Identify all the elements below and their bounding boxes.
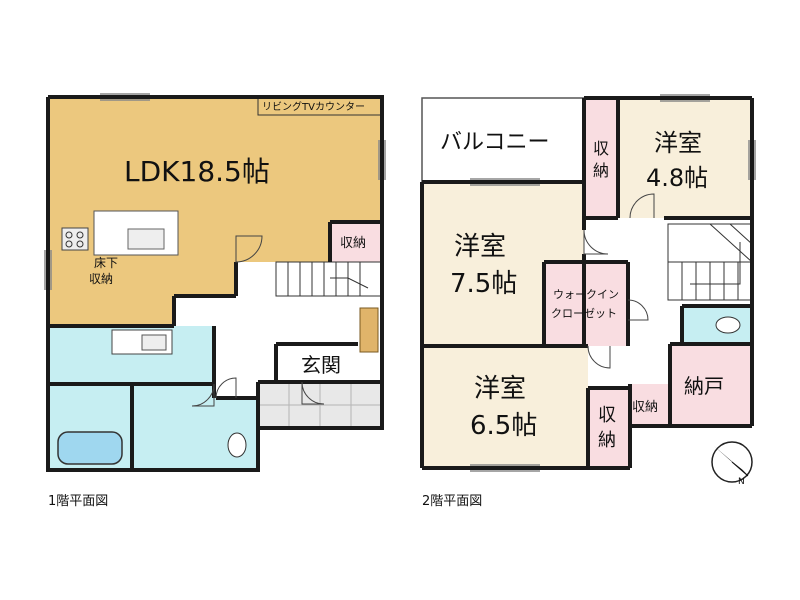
room-b-name: 洋室 — [454, 232, 506, 262]
burner-icon — [65, 231, 73, 239]
underfloor-storage-label-1: 床下 — [94, 256, 118, 270]
storage-b-label-2: 納 — [598, 430, 616, 451]
floor-2-caption: 2階平面図 — [422, 494, 483, 509]
room-b-size: 7.5帖 — [450, 269, 517, 299]
dressing-room — [132, 384, 216, 470]
entrance-tiles — [258, 382, 382, 428]
toilet-icon-2f — [715, 316, 741, 334]
walk-in-closet-label-1: ウォークイン — [553, 288, 619, 301]
compass-north-label: N — [738, 477, 745, 487]
ldk-room — [48, 97, 382, 326]
shoe-cabinet — [359, 307, 379, 353]
room-a-size: 4.8帖 — [646, 164, 708, 192]
nando-room — [670, 344, 752, 426]
room-a-name: 洋室 — [654, 129, 702, 157]
ldk-storage — [330, 222, 382, 262]
toilet-icon — [227, 432, 247, 458]
floor-2-plan: バルコニー 収 納 洋室 4.8帖 洋室 7.5帖 ウォークイン クローゼット … — [420, 94, 756, 472]
storage-a-label-1: 収 — [593, 139, 609, 158]
ldk-storage-label: 収納 — [340, 236, 366, 251]
floor-1-caption: 1階平面図 — [48, 494, 109, 509]
walls-2f — [420, 96, 754, 470]
ldk-label: LDK18.5帖 — [124, 155, 270, 188]
floor-1-plan: LDK18.5帖 リビングTVカウンター 収納 床下 収納 玄関 — [44, 93, 386, 472]
storage-a — [586, 98, 618, 218]
tv-counter-label: リビングTVカウンター — [262, 100, 365, 113]
entrance-label: 玄関 — [301, 353, 341, 377]
entrance-hall — [276, 344, 358, 382]
burner-icon — [76, 231, 84, 239]
storage-c-label: 収納 — [632, 400, 658, 415]
cooktop — [61, 227, 89, 251]
hall-2f — [584, 218, 630, 262]
walls-1f — [46, 95, 384, 472]
storage-a-label-2: 納 — [593, 161, 609, 180]
stair-treads-2f — [668, 223, 753, 300]
basin-bowl — [141, 334, 167, 351]
nando-label: 納戸 — [684, 374, 724, 398]
burner-icon — [76, 240, 84, 248]
bathtub — [57, 431, 123, 465]
windows-1f — [44, 93, 386, 290]
stair-arrow-1f — [330, 277, 369, 289]
stair-arrow-2f — [690, 242, 741, 285]
windows-2f — [470, 94, 756, 472]
burner-icon — [65, 240, 73, 248]
stair-1f — [275, 261, 383, 297]
room-c-size: 6.5帖 — [470, 411, 537, 441]
balcony-label: バルコニー — [440, 130, 550, 155]
walk-in-closet-label-2: クローゼット — [551, 307, 617, 320]
underfloor-storage-label-2: 収納 — [89, 272, 113, 286]
doors-2f — [583, 193, 655, 369]
kitchen-sink — [127, 228, 165, 250]
room-6-5 — [422, 346, 588, 468]
doors-1f — [191, 235, 325, 407]
storage-b — [588, 388, 628, 468]
storage-b-label-1: 収 — [598, 405, 616, 426]
compass-icon: N — [711, 441, 753, 487]
stair-treads-1f — [287, 262, 361, 296]
room-c-name: 洋室 — [474, 374, 526, 404]
storage-c — [630, 384, 670, 426]
